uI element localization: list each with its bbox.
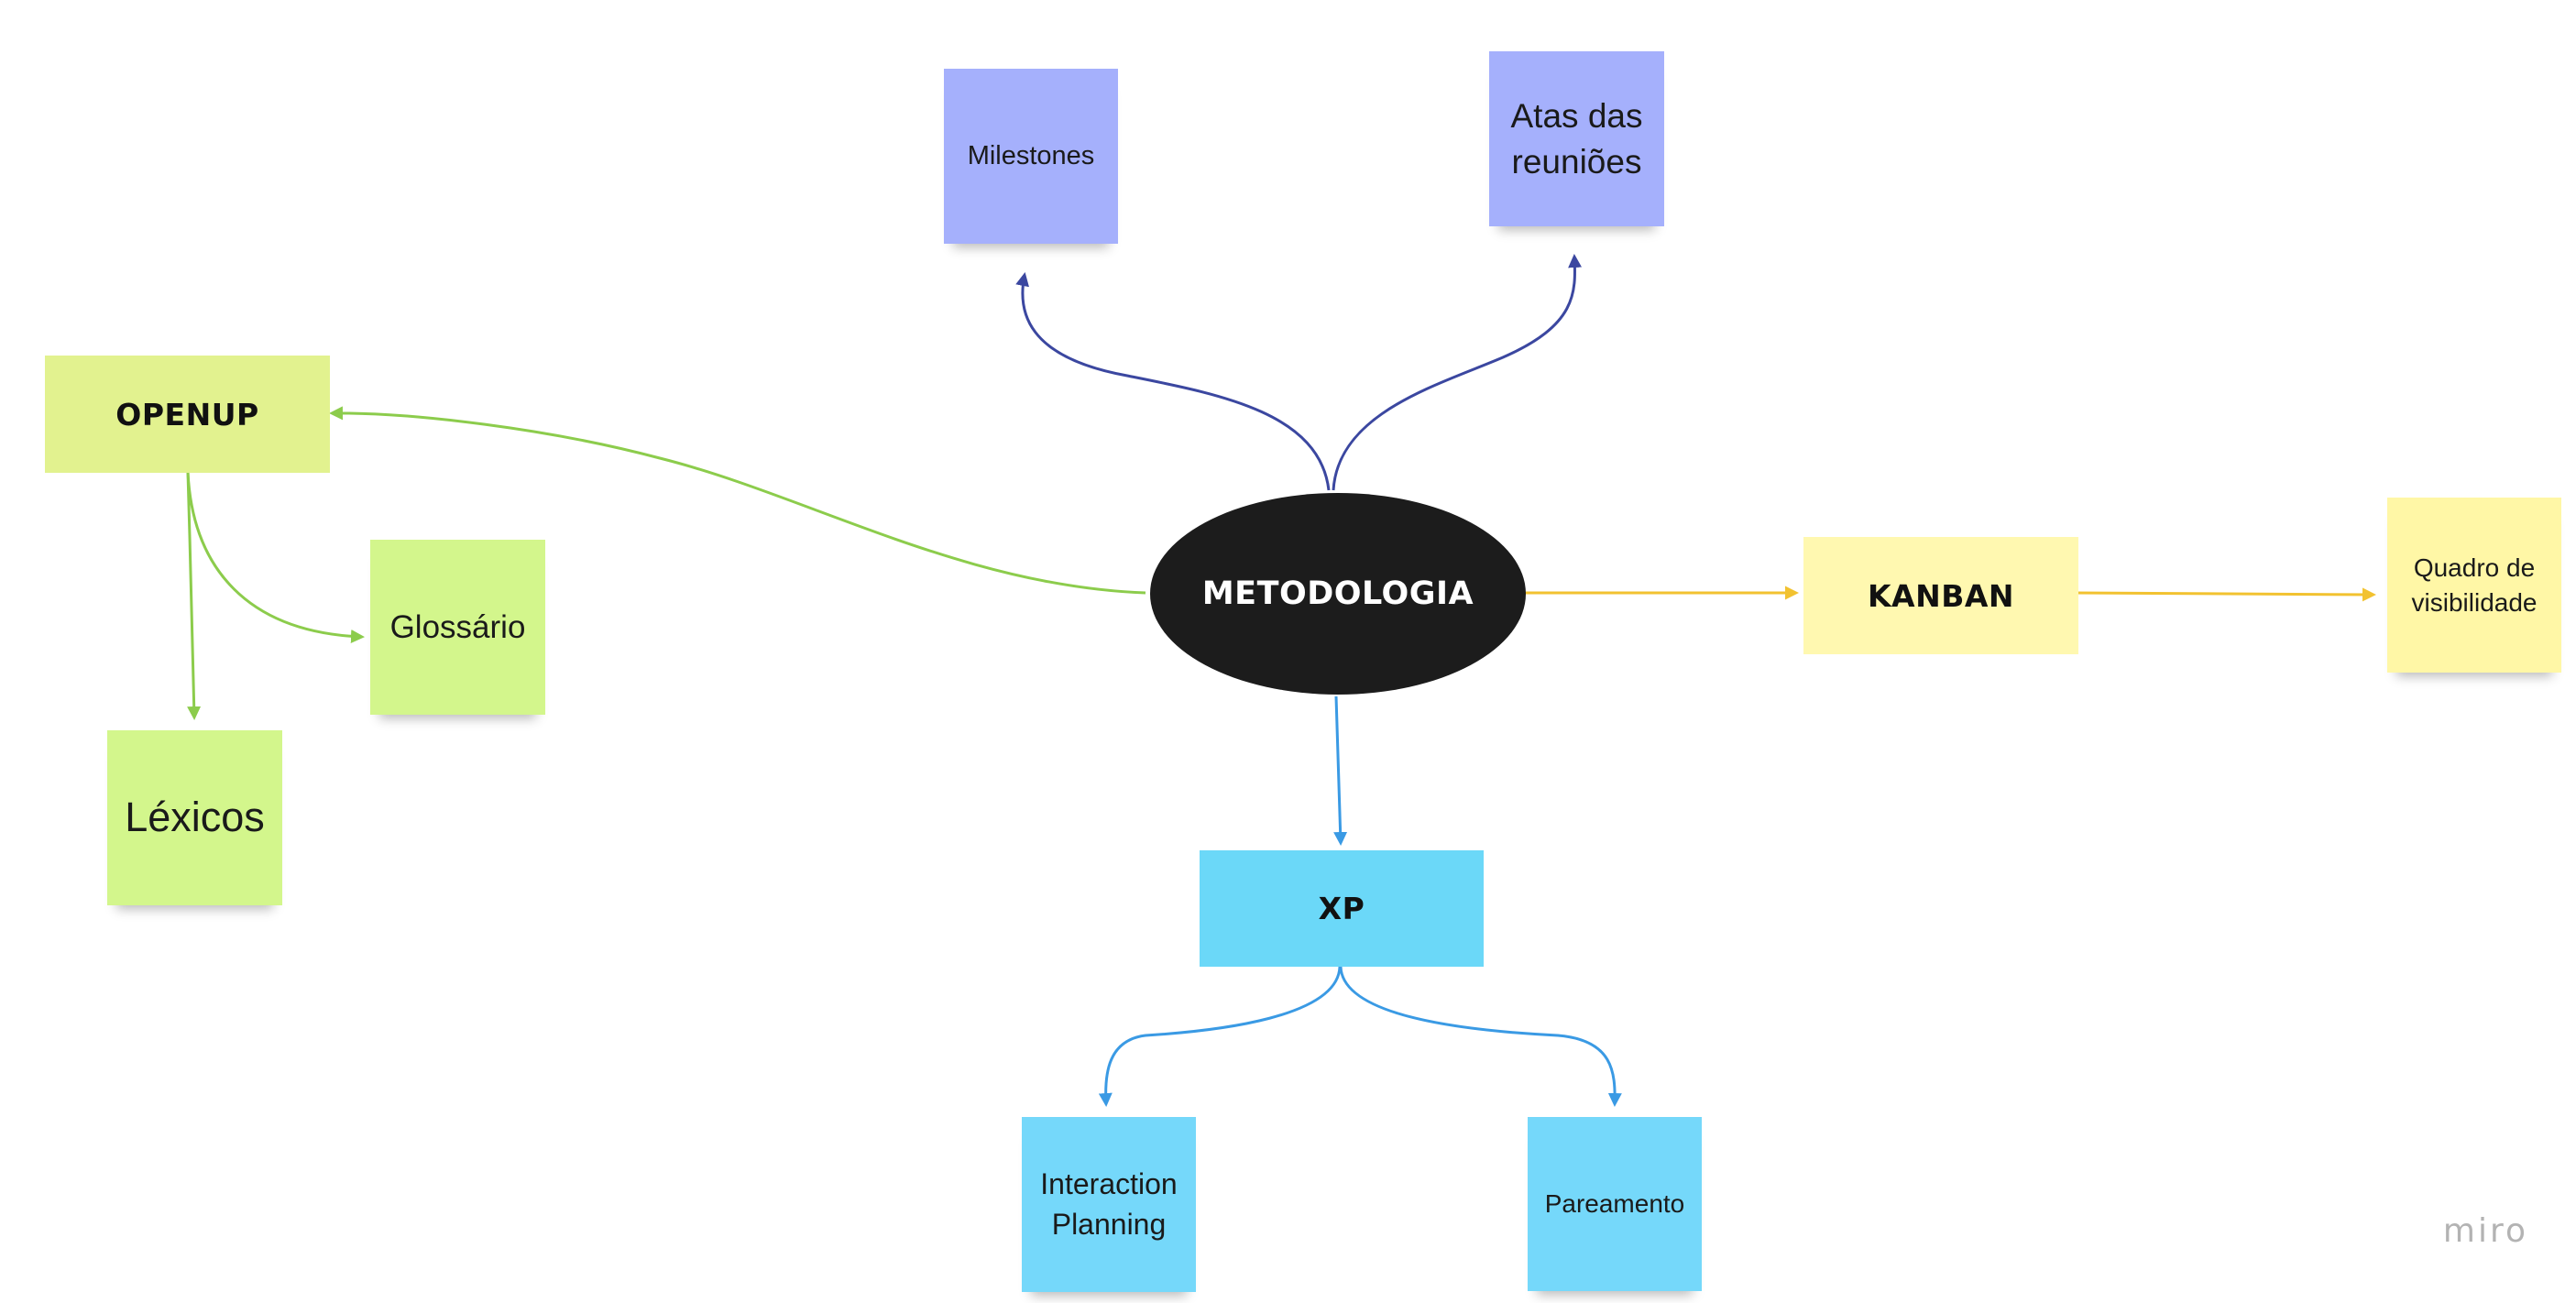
- sticky-note-milestones-text: Milestones: [967, 140, 1095, 170]
- connector-center-milestones: [1015, 272, 1331, 491]
- connector-xp-pareamento: [1339, 966, 1622, 1107]
- sticky-note-quadro-de-visibilidade[interactable]: Quadro de visibilidade: [2387, 498, 2561, 673]
- sticky-note-pareamento[interactable]: Pareamento: [1528, 1117, 1702, 1291]
- branch-xp-label: XP: [1318, 891, 1365, 926]
- sticky-note-lexicos[interactable]: Léxicos: [107, 730, 282, 905]
- sticky-note-pareamento-text: Pareamento: [1544, 1189, 1685, 1219]
- sticky-note-glossario[interactable]: Glossário: [370, 540, 545, 715]
- branch-kanban-label: KANBAN: [1867, 577, 2015, 614]
- connector-xp-interaction: [1098, 966, 1342, 1107]
- sticky-note-atas-das-reunioes[interactable]: Atas das reuniões: [1489, 51, 1664, 226]
- miro-watermark: miro: [2442, 1212, 2528, 1250]
- sticky-note-atas-text: Atas das reuniões: [1510, 96, 1643, 181]
- central-topic-metodologia[interactable]: METODOLOGIA: [1150, 493, 1526, 695]
- connector-center-xp: [1333, 695, 1348, 846]
- central-topic-label: METODOLOGIA: [1201, 575, 1474, 612]
- connector-openup-lexicos: [186, 471, 202, 720]
- sticky-note-lexicos-text: Léxicos: [125, 794, 265, 841]
- sticky-note-glossario-text: Glossário: [389, 608, 526, 645]
- branch-openup[interactable]: OPENUP: [45, 356, 330, 473]
- sticky-note-interaction-text: Interaction Planning: [1040, 1167, 1178, 1241]
- branch-openup-label: OPENUP: [115, 396, 259, 433]
- branch-kanban[interactable]: KANBAN: [1803, 537, 2078, 654]
- sticky-note-interaction-planning[interactable]: Interaction Planning: [1022, 1117, 1196, 1292]
- sticky-note-quadro-text: Quadro de visibilidade: [2411, 553, 2538, 617]
- connector-kanban-quadro: [2072, 587, 2376, 602]
- connector-openup-glossario: [186, 471, 365, 644]
- sticky-note-milestones[interactable]: Milestones: [944, 69, 1118, 244]
- connector-center-atas: [1332, 254, 1583, 491]
- branch-xp[interactable]: XP: [1200, 850, 1484, 967]
- connector-center-openup: [329, 406, 1146, 595]
